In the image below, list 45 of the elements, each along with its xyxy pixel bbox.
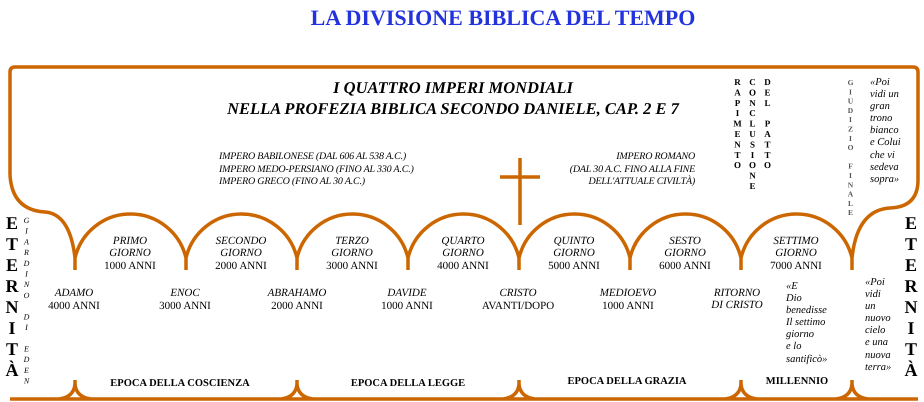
milestone-note: 1000 ANNI bbox=[381, 300, 433, 312]
vertical-label: ETERNITÀ bbox=[2, 213, 22, 381]
milestone-label: CRISTO bbox=[499, 288, 537, 300]
empire-note: IMPERO GRECO (FINO AL 30 A.C.) bbox=[219, 176, 365, 188]
day-label: QUARTO GIORNO bbox=[441, 236, 485, 259]
quote: «E Dio benedisse Il settimo giorno e lo santificò» bbox=[786, 281, 828, 366]
year-label: 1000 ANNI bbox=[104, 260, 156, 272]
milestone-note: 2000 ANNI bbox=[271, 300, 323, 312]
empire-note: IMPERO ROMANO (DAL 30 A.C. FINO ALLA FINE DELL'ATTUALE CIVILTÀ) bbox=[570, 151, 695, 188]
panel-heading: I QUATTRO IMPERI MONDIALI NELLA PROFEZIA BIBLICA SECONDO DANIELE, CAP. 2 E 7 bbox=[227, 77, 679, 119]
epoch-label: EPOCA DELLA COSCIENZA bbox=[110, 378, 250, 390]
empire-note: IMPERO BABILONESE (DAL 606 AL 538 A.C.) bbox=[219, 151, 406, 164]
milestone-label: ABRAHAMO bbox=[268, 288, 326, 300]
vertical-label: ETERNITÀ bbox=[901, 213, 921, 381]
year-label: 3000 ANNI bbox=[326, 260, 378, 272]
year-label: 6000 ANNI bbox=[659, 260, 711, 272]
epoch-label: EPOCA DELLA LEGGE bbox=[350, 378, 466, 390]
year-label: 7000 ANNI bbox=[770, 260, 822, 272]
year-label: 4000 ANNI bbox=[437, 260, 489, 272]
milestone-note: 1000 ANNI bbox=[602, 300, 654, 312]
day-label: QUINTO GIORNO bbox=[553, 236, 595, 259]
vertical-label: RAPIMENTO bbox=[732, 77, 744, 171]
epoch-label: EPOCA DELLA GRAZIA bbox=[567, 376, 687, 388]
milestone-note: AVANTI/DOPO bbox=[482, 300, 554, 312]
year-label: 5000 ANNI bbox=[548, 260, 600, 272]
year-label: 2000 ANNI bbox=[215, 260, 267, 272]
milestone-label: ENOC bbox=[170, 288, 200, 300]
vertical-label: CONCLUSIONE DEL PATTO bbox=[746, 77, 774, 192]
milestone-note: 4000 ANNI bbox=[48, 300, 100, 312]
quote: «Poi vidi un nuovo cielo e una nuova terra» bbox=[865, 277, 892, 374]
title: LA DIVISIONE BIBLICA DEL TEMPO bbox=[310, 5, 696, 31]
milestone-note: 3000 ANNI bbox=[159, 300, 211, 312]
milestone-label: RITORNO DI CRISTO bbox=[711, 288, 763, 311]
day-label: PRIMO GIORNO bbox=[109, 236, 151, 259]
day-label: TERZO GIORNO bbox=[331, 236, 373, 259]
milestone-label: MEDIOEVO bbox=[600, 288, 656, 300]
day-label: SECONDO GIORNO bbox=[216, 236, 266, 259]
quote: «Poi vidi un gran trono bianco e Colui che vi sedeva sopra» bbox=[870, 77, 901, 186]
day-label: SETTIMO GIORNO bbox=[773, 236, 819, 259]
vertical-label: GIARDINO DI EDEN bbox=[21, 216, 31, 388]
empire-note: IMPERO MEDO-PERSIANO (FINO AL 330 A.C.) bbox=[219, 164, 414, 176]
milestone-label: ADAMO bbox=[54, 288, 94, 300]
milestone-label: DAVIDE bbox=[387, 288, 427, 300]
epoch-label: MILLENNIO bbox=[766, 376, 828, 388]
day-label: SESTO GIORNO bbox=[664, 236, 706, 259]
